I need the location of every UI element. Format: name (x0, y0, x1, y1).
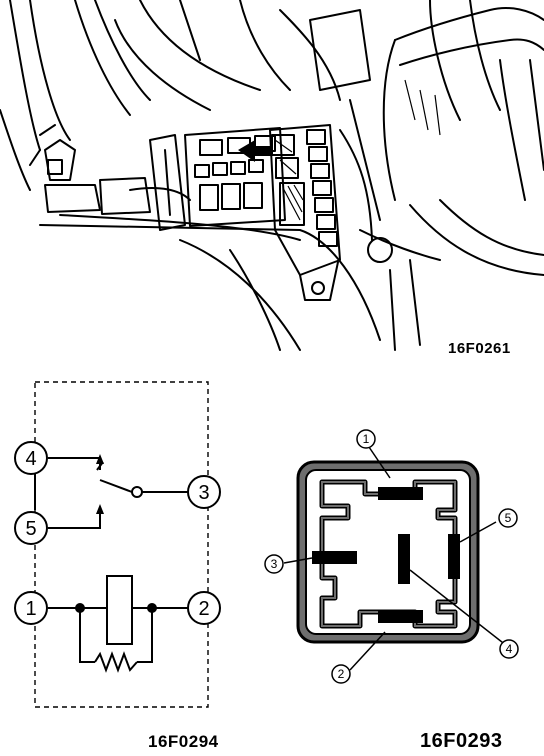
pin-blade-3 (312, 551, 357, 564)
relay-connector-drawing: 1 3 5 2 4 (264, 429, 519, 684)
pin-blade-1 (378, 487, 423, 500)
pin-blade-4 (398, 534, 410, 584)
pin-label-2: 2 (338, 667, 345, 681)
pin-callout-3 (264, 554, 284, 574)
engine-bay-illustration: 16F0261 (0, 0, 544, 370)
terminal-label-3: 3 (198, 482, 209, 504)
terminal-circle-5 (14, 511, 48, 545)
pin-callout-5 (498, 508, 518, 528)
pin-blade-5 (448, 534, 460, 579)
switch-pivot (131, 486, 143, 498)
relay-schematic: 4 5 1 3 2 16F0294 (0, 370, 260, 756)
pin-callout-2 (331, 664, 351, 684)
pin-blade-2 (378, 610, 423, 623)
engine-bay-drawing (0, 0, 544, 351)
pin-callout-1 (356, 429, 376, 449)
figure-code-schematic: 16F0294 (148, 732, 219, 751)
figure-code-connector: 16F0293 (420, 730, 503, 752)
terminal-circle-4 (14, 441, 48, 475)
resistor (94, 651, 138, 673)
pin-callout-4 (499, 639, 519, 659)
terminal-circle-1 (14, 591, 48, 625)
terminal-label-4: 4 (25, 448, 36, 470)
terminal-label-1: 1 (25, 598, 36, 620)
pin-label-4: 4 (506, 642, 513, 656)
terminal-label-5: 5 (25, 518, 36, 540)
junction-dot (75, 603, 85, 613)
figure-code-engine-bay: 16F0261 (448, 340, 511, 357)
junction-dot (147, 603, 157, 613)
relay-schematic-drawing: 4 5 1 3 2 (14, 381, 221, 708)
terminal-circle-3 (187, 475, 221, 509)
relay-enclosure (34, 381, 209, 708)
terminal-circle-2 (187, 591, 221, 625)
pin-label-5: 5 (505, 511, 512, 525)
pointer-arrow (238, 140, 272, 162)
terminal-4-wire (48, 457, 101, 466)
pin-label-1: 1 (363, 432, 370, 446)
relay-coil (106, 575, 133, 645)
pin-label-3: 3 (271, 557, 278, 571)
switch-blade (99, 479, 133, 493)
relay-connector: 1 3 5 2 4 16F0293 (260, 370, 544, 756)
terminal-label-2: 2 (198, 598, 209, 620)
terminal-5-wire (48, 510, 101, 529)
